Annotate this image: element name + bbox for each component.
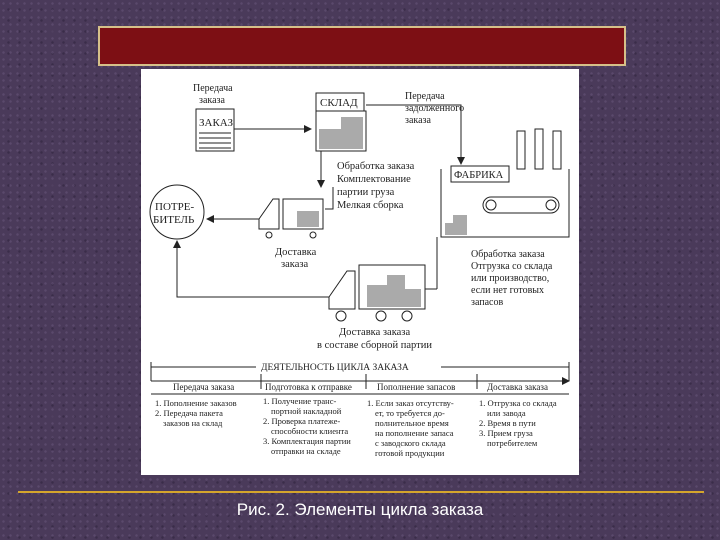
col-2-item: 2. Проверка платеже- [263, 416, 340, 426]
col-2-item: способности клиента [271, 426, 348, 436]
col-1-item: заказов на склад [163, 418, 223, 428]
factory-processing-2: Отгрузка со склада [471, 261, 553, 272]
col-2-item: 1. Получение транс- [263, 396, 336, 406]
deferred-transfer-label-2: задолженного [405, 103, 464, 114]
warehouse-label: СКЛАД [320, 97, 358, 109]
combined-delivery-1: Доставка заказа [339, 327, 410, 338]
order-transfer-label-2: заказа [199, 95, 225, 106]
col-2-item: 3. Комплектация партии [263, 436, 351, 446]
processing-label-4: Мелкая сборка [337, 200, 404, 211]
col-1-item: 2. Передача пакета [155, 408, 223, 418]
col-1-item: 1. Пополнение заказов [155, 398, 237, 408]
col-3-item: готовой продукции [375, 448, 445, 458]
delivery-truck-icon [258, 198, 324, 239]
customer-label-2: БИТЕЛЬ [153, 214, 194, 226]
order-transfer-label-1: Передача [193, 83, 233, 94]
order-cycle-diagram: Передача заказа ЗАКАЗ СКЛАД Передача зад… [141, 69, 579, 475]
deferred-transfer-label-3: заказа [405, 115, 431, 126]
factory-label: ФАБРИКА [454, 170, 504, 181]
factory-processing-1: Обработка заказа [471, 249, 545, 260]
activities-title: ДЕЯТЕЛЬНОСТЬ ЦИКЛА ЗАКАЗА [261, 363, 409, 373]
col-3-item: с заводского склада [375, 438, 446, 448]
col-3-item: 1. Если заказ отсутству- [367, 398, 454, 408]
col-2-header: Подготовка к отправке [265, 382, 352, 392]
col-4-item: потребителем [487, 438, 538, 448]
col-3-header: Пополнение запасов [377, 382, 455, 392]
order-document-icon [195, 108, 235, 152]
customer-circle [149, 184, 205, 240]
combined-delivery-2: в составе сборной партии [317, 340, 432, 351]
deferred-transfer-label-1: Передача [405, 91, 445, 102]
processing-label-3: партии груза [337, 187, 395, 198]
col-2-item: портной накладной [271, 406, 342, 416]
factory-processing-3: или производство, [471, 273, 549, 284]
factory-processing-5: запасов [471, 297, 503, 308]
col-2-item: отправки на складе [271, 446, 341, 456]
processing-label-1: Обработка заказа [337, 161, 415, 172]
col-3-item: полнительное время [375, 418, 449, 428]
warehouse-stock-icon [315, 110, 367, 152]
col-3-item: на пополнение запаса [375, 428, 454, 438]
caption-divider [18, 491, 704, 493]
col-4-item: 3. Прием груза [479, 428, 533, 438]
col-4-item: или завода [487, 408, 526, 418]
col-3-item: ет, то требуется до- [375, 408, 445, 418]
factory-processing-4: если нет готовых [471, 285, 544, 296]
col-4-header: Доставка заказа [487, 382, 548, 392]
col-4-item: 2. Время в пути [479, 418, 536, 428]
combined-delivery-truck-icon [328, 264, 426, 322]
factory-icon [440, 128, 570, 238]
figure-caption: Рис. 2. Элементы цикла заказа [236, 500, 484, 519]
factory-label-box [450, 165, 510, 183]
order-document-label: ЗАКАЗ [199, 117, 233, 129]
col-4-item: 1. Отгрузка со склада [479, 398, 557, 408]
processing-label-2: Комплектование [337, 174, 411, 185]
delivery-label-1: Доставка [275, 247, 317, 258]
col-1-header: Передача заказа [173, 382, 234, 392]
delivery-label-2: заказа [281, 259, 309, 270]
slide-title-bar [98, 26, 626, 66]
customer-label-1: ПОТРЕ- [155, 201, 194, 213]
